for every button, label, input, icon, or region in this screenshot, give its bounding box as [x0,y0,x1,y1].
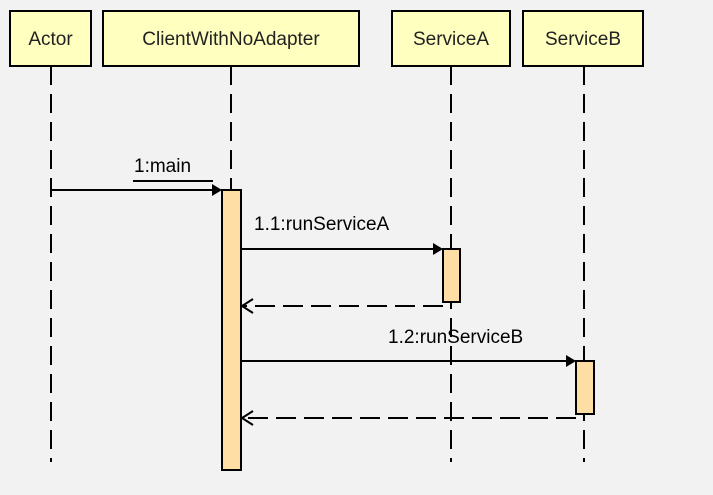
participant-service-b-box [522,10,644,67]
participant-actor[interactable]: Actor [9,10,92,67]
participant-actor-box [9,10,92,67]
participant-service-a-label: ServiceA [413,29,489,50]
message-main[interactable]: 1:main [51,156,222,196]
participant-client-box [102,10,360,67]
participant-client[interactable]: ClientWithNoAdapter [102,10,360,67]
participant-service-b[interactable]: ServiceB [522,10,644,67]
message-run-service-b-label: 1.2:runServiceB [388,327,523,348]
participant-service-a-box [391,10,511,67]
activation-service-b [575,360,595,415]
activation-service-a [442,248,461,303]
return-service-b[interactable] [240,410,576,426]
message-main-arrowhead [212,184,222,196]
message-run-service-a-label: 1.1:runServiceA [254,214,390,235]
message-run-service-a-arrowhead [433,243,443,255]
message-run-service-a[interactable]: 1.1:runServiceA [241,214,443,255]
participant-client-label: ClientWithNoAdapter [142,29,320,50]
activation-client [221,189,242,471]
message-run-service-b-arrowhead [566,355,576,367]
participant-service-b-label: ServiceB [545,29,621,50]
message-main-label: 1:main [134,156,191,177]
return-service-b-arrowhead [240,410,254,426]
participant-actor-label: Actor [28,29,73,50]
return-service-a-arrowhead [240,298,254,314]
participant-service-a[interactable]: ServiceA [391,10,511,67]
return-service-a[interactable] [240,298,443,314]
message-run-service-b[interactable]: 1.2:runServiceB [241,327,576,367]
